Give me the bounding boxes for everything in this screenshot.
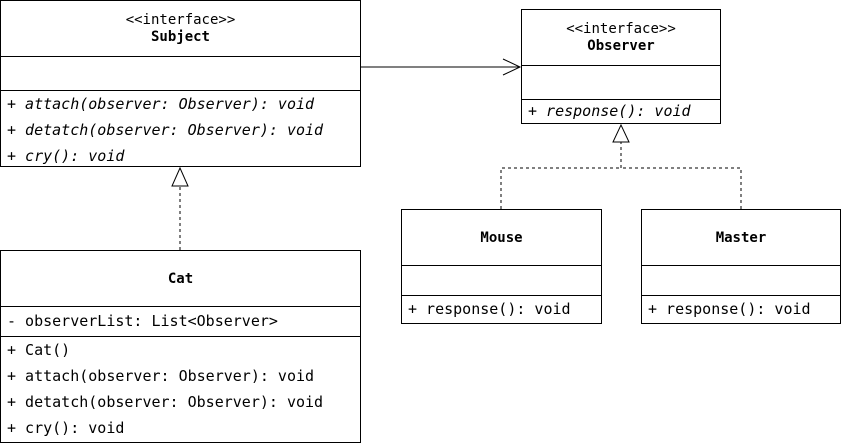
- attributes-section: [522, 65, 720, 99]
- attributes-section: [1, 56, 360, 90]
- method: + attach(observer: Observer): void: [7, 95, 315, 113]
- realization-line-mouse: [500, 167, 621, 209]
- class-header: Mouse: [402, 210, 601, 265]
- class-mouse: Mouse + response(): void: [401, 209, 602, 324]
- stereotype: <<interface>>: [125, 11, 236, 28]
- class-observer: <<interface>> Observer + response(): voi…: [521, 9, 721, 124]
- attribute: - observerList: List<Observer>: [7, 312, 278, 330]
- class-header: Cat: [1, 251, 360, 306]
- class-cat: Cat - observerList: List<Observer> + Cat…: [0, 250, 361, 443]
- attributes-section: - observerList: List<Observer>: [1, 306, 360, 336]
- method: + cry(): void: [7, 147, 125, 165]
- methods-section: + attach(observer: Observer): void + det…: [1, 90, 360, 169]
- method: + cry(): void: [7, 419, 125, 437]
- open-arrowhead: [502, 58, 522, 76]
- methods-section: + Cat() + attach(observer: Observer): vo…: [1, 336, 360, 441]
- attributes-section: [642, 265, 840, 295]
- method: + detatch(observer: Observer): void: [7, 121, 324, 139]
- class-name: Mouse: [480, 229, 523, 246]
- method: + response(): void: [408, 300, 571, 318]
- method: + detatch(observer: Observer): void: [7, 393, 324, 411]
- realization-line-master: [621, 167, 742, 209]
- class-subject: <<interface>> Subject + attach(observer:…: [0, 0, 361, 167]
- class-master: Master + response(): void: [641, 209, 841, 324]
- class-name: Subject: [150, 28, 210, 45]
- class-name: Cat: [167, 270, 194, 287]
- method: + response(): void: [528, 102, 691, 120]
- method: + attach(observer: Observer): void: [7, 367, 315, 385]
- method: + response(): void: [648, 300, 811, 318]
- class-header: Master: [642, 210, 840, 265]
- class-name: Observer: [587, 37, 655, 54]
- class-header: <<interface>> Observer: [522, 10, 720, 65]
- attributes-section: [402, 265, 601, 295]
- methods-section: + response(): void: [402, 295, 601, 322]
- realization-triangle-observer: [612, 123, 630, 143]
- realization-triangle-subject: [171, 166, 189, 187]
- class-name: Master: [715, 229, 767, 246]
- method: + Cat(): [7, 341, 71, 359]
- class-header: <<interface>> Subject: [1, 1, 360, 56]
- stereotype: <<interface>>: [566, 20, 676, 37]
- methods-section: + response(): void: [642, 295, 840, 322]
- methods-section: + response(): void: [522, 99, 720, 122]
